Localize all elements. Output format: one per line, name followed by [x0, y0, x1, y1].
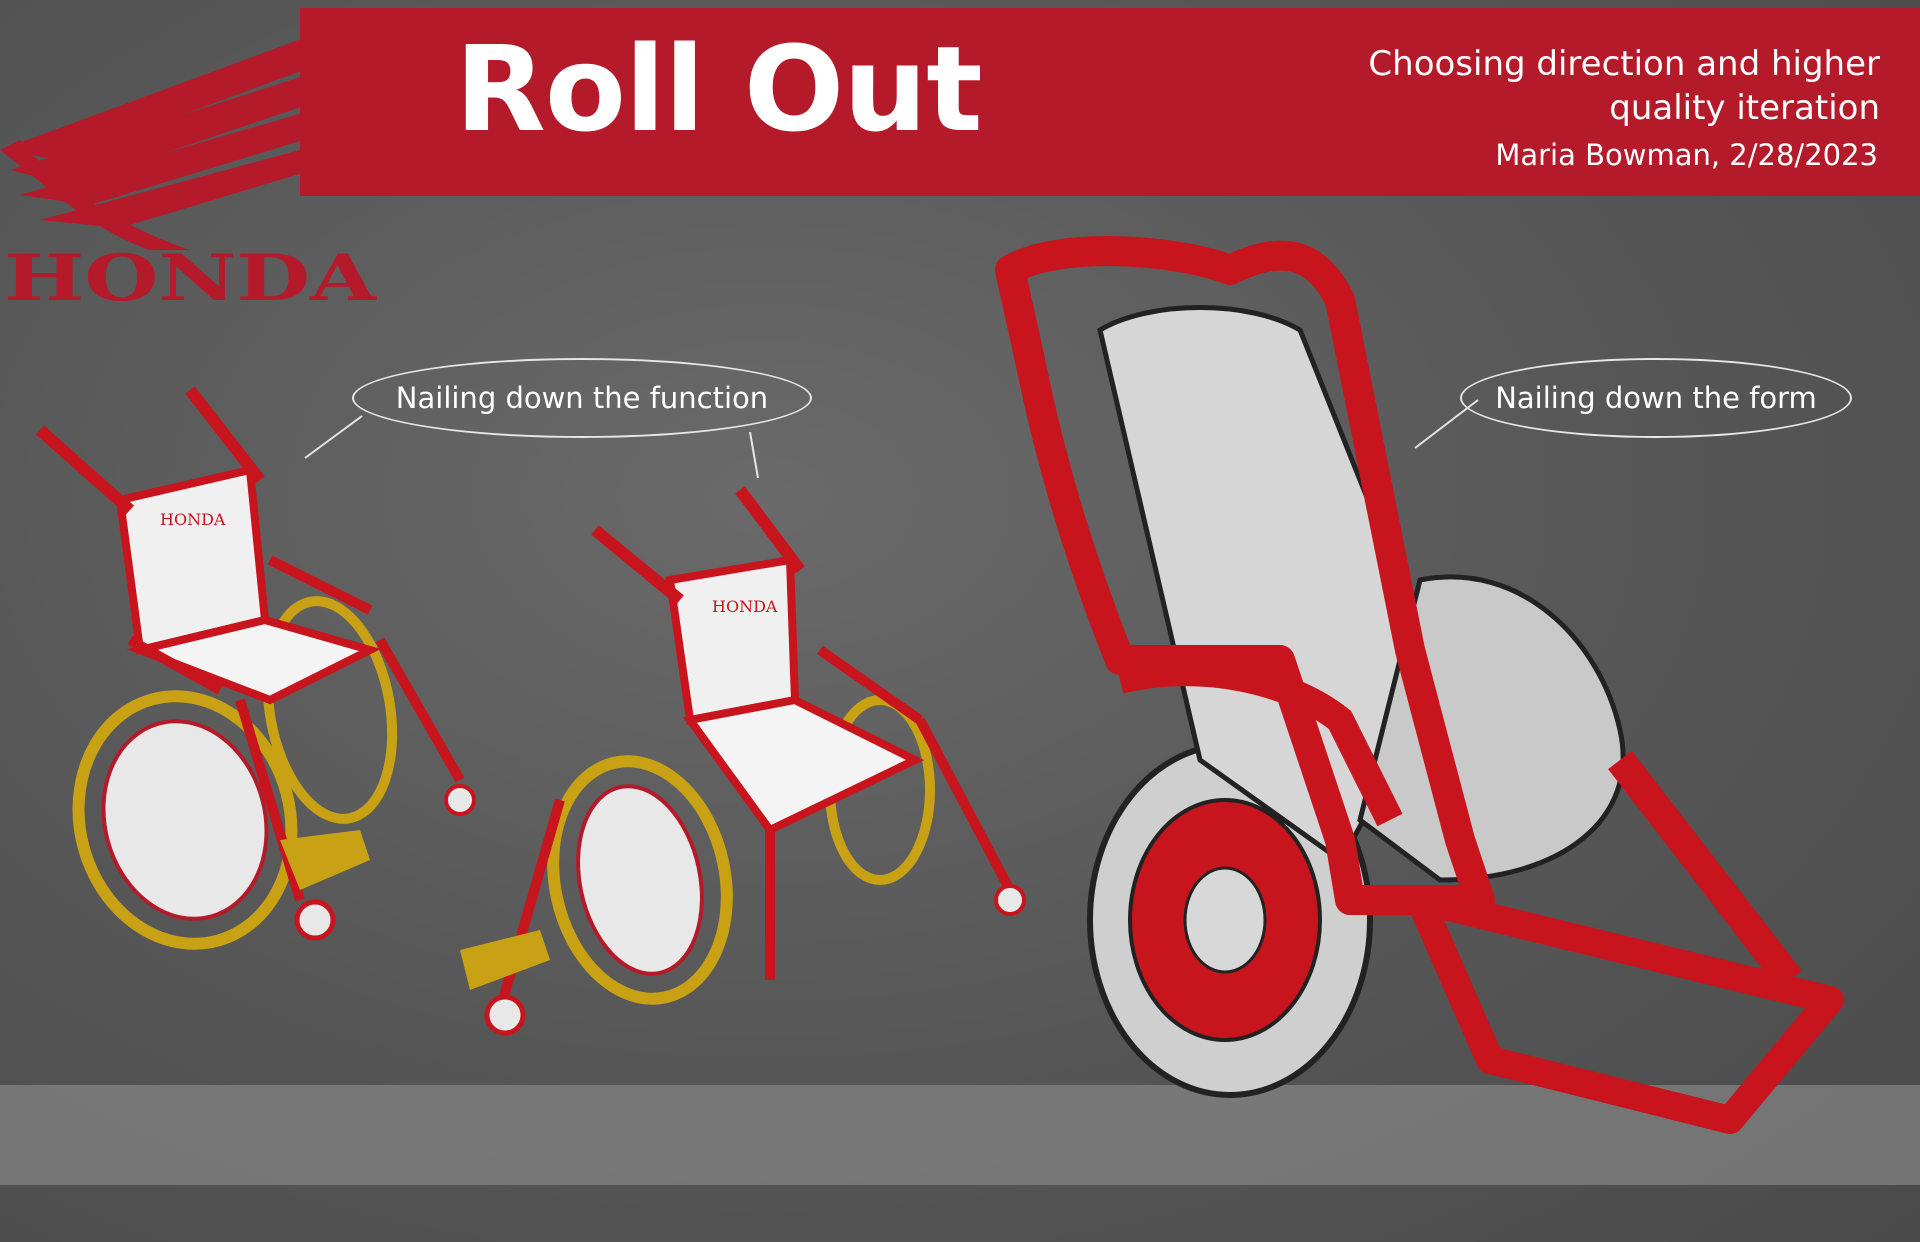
- chair-2-seat-logo: HONDA: [712, 597, 778, 616]
- subtitle-line-2: quality iteration: [1609, 88, 1880, 128]
- honda-logo-text: HONDA: [4, 241, 378, 316]
- honda-wing-logo: HONDA: [0, 10, 385, 316]
- wheelchair-sketch-2: HONDA: [460, 486, 1026, 1036]
- chair-1-seat-logo: HONDA: [160, 510, 226, 529]
- callout-function-pointer-right: [749, 431, 759, 479]
- callout-function: Nailing down the function: [352, 358, 812, 438]
- title-banner: [300, 8, 1920, 196]
- callout-form-text: Nailing down the form: [1495, 381, 1817, 415]
- wheelchair-sketch-3: [995, 236, 1844, 1134]
- callout-form: Nailing down the form: [1460, 358, 1852, 438]
- subtitle-line-1: Choosing direction and higher: [1368, 44, 1880, 84]
- callout-function-pointer-left: [304, 415, 363, 459]
- wheelchair-sketch-1: HONDA: [36, 386, 476, 950]
- author-date: Maria Bowman, 2/28/2023: [1495, 138, 1878, 172]
- callout-function-text: Nailing down the function: [395, 381, 769, 415]
- page-title: Roll Out: [455, 20, 983, 158]
